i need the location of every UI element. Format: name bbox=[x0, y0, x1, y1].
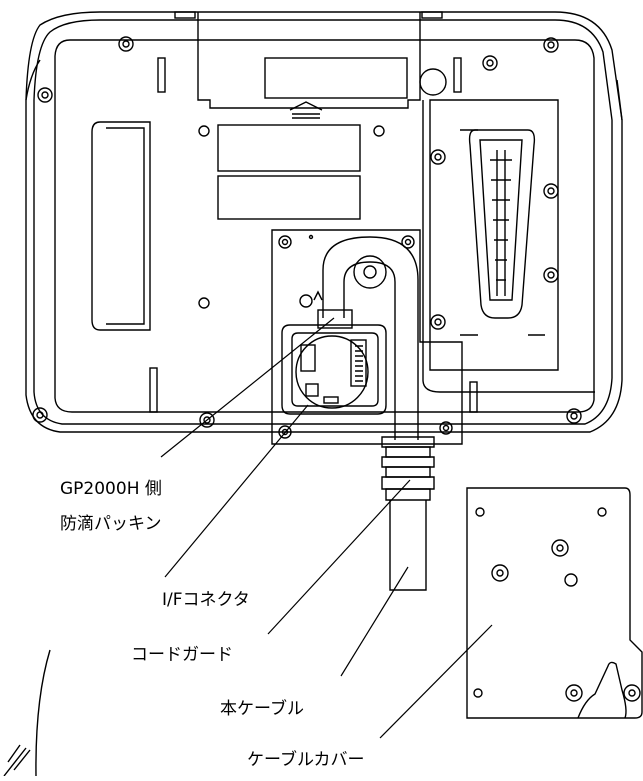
cable-route bbox=[299, 236, 419, 440]
label-packing: 防滴パッキン bbox=[60, 514, 162, 534]
label-main-cable: 本ケーブル bbox=[220, 698, 304, 719]
top-cover-clip bbox=[174, 11, 447, 119]
cable-cover-part bbox=[466, 487, 643, 719]
left-grip bbox=[91, 121, 151, 331]
label-cable-cover: ケーブルカバー bbox=[247, 749, 364, 770]
vent-slots bbox=[149, 57, 478, 413]
housing-screws bbox=[32, 36, 582, 428]
partial-circle bbox=[3, 649, 51, 777]
right-grip bbox=[422, 99, 595, 393]
label-packing-model: GP2000H 側 bbox=[60, 479, 162, 499]
label-cord-guard: コードガード bbox=[131, 645, 233, 665]
device-housing bbox=[25, 11, 623, 433]
cord-guard bbox=[381, 436, 435, 591]
leader-lines bbox=[160, 317, 493, 739]
connector-plate bbox=[271, 229, 463, 445]
if-connector-box bbox=[281, 324, 387, 415]
label-if-connector: I/Fコネクタ bbox=[162, 590, 250, 610]
label-plates bbox=[198, 124, 385, 309]
